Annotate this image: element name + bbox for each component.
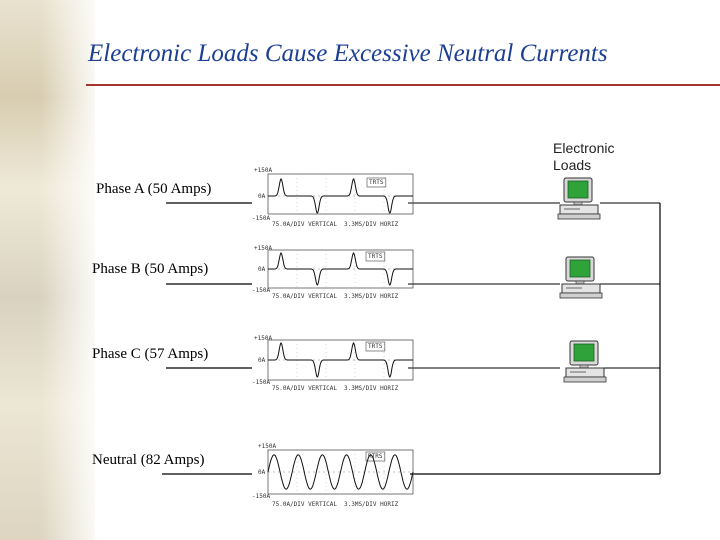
scope-footer-right: 3.3MS/DIV HORIZ [344, 293, 399, 300]
electronic-loads-label: Electronic Loads [553, 140, 615, 173]
scope-footer-left: 75.0A/DIV VERTICAL [272, 501, 337, 508]
monitor-screen [573, 343, 595, 362]
scope-top-label: +150A [258, 443, 276, 450]
scope-tag: TRTS [369, 179, 384, 186]
oscilloscope-trace-neutral: +150A 0A -150A RTRS 75.0A/DIV VERTICAL 3… [252, 443, 414, 508]
scope-tag: RTRS [368, 453, 383, 460]
title-rule [86, 84, 720, 86]
slide-title: Electronic Loads Cause Excessive Neutral… [88, 40, 608, 67]
scope-frame [267, 173, 414, 215]
scope-tag-box [365, 451, 386, 462]
scope-footer-right: 3.3MS/DIV HORIZ [344, 501, 399, 508]
scope-footer-left: 75.0A/DIV VERTICAL [272, 293, 337, 300]
scope-tag-box [366, 177, 387, 188]
scope-waveform [268, 342, 413, 378]
neutral-label: Neutral (82 Amps) [92, 452, 205, 468]
scope-waveform [268, 178, 413, 214]
phase-a-label: Phase A (50 Amps) [96, 181, 212, 197]
computer-icon [559, 256, 603, 299]
scope-waveform [267, 454, 414, 490]
computer-icon [557, 177, 601, 220]
scope-footer-left: 75.0A/DIV VERTICAL [272, 385, 337, 392]
keyboard [563, 376, 607, 383]
scope-bot-label: -150A [252, 379, 270, 386]
scope-bot-label: -150A [252, 287, 270, 294]
scope-bot-label: -150A [252, 215, 270, 222]
scope-top-label: +150A [254, 167, 272, 174]
scope-waveform [268, 252, 413, 286]
scope-top-label: +150A [254, 245, 272, 252]
scope-bot-label: -150A [252, 493, 270, 500]
background-fade [40, 0, 130, 540]
scope-footer-right: 3.3MS/DIV HORIZ [344, 385, 399, 392]
scope-mid-label: 0A [258, 469, 266, 476]
oscilloscope-trace-phase-b: +150A 0A -150A TRTS 75.0A/DIV VERTICAL 3… [252, 245, 414, 300]
scope-tag-box [365, 251, 386, 262]
scope-mid-label: 0A [258, 266, 266, 273]
scope-footer-right: 3.3MS/DIV HORIZ [344, 221, 399, 228]
computer-icon [563, 340, 607, 383]
scope-top-label: +150A [254, 335, 272, 342]
scope-mid-label: 0A [258, 193, 266, 200]
phase-b-label: Phase B (50 Amps) [92, 261, 209, 277]
oscilloscope-trace-phase-c: +150A 0A -150A TRTS 75.0A/DIV VERTICAL 3… [252, 335, 414, 392]
oscilloscope-trace-phase-a: +150A 0A -150A TRTS 75.0A/DIV VERTICAL 3… [252, 167, 414, 228]
scope-tag: TRTS [368, 253, 383, 260]
phase-c-label: Phase C (57 Amps) [92, 346, 209, 362]
keyboard [559, 292, 603, 299]
scope-footer-left: 75.0A/DIV VERTICAL [272, 221, 337, 228]
scope-mid-label: 0A [258, 357, 266, 364]
keyboard [557, 213, 601, 220]
monitor-screen [569, 259, 591, 278]
scope-tag: TRTS [368, 343, 383, 350]
scope-tag-box [365, 341, 386, 352]
monitor-screen [567, 180, 589, 199]
